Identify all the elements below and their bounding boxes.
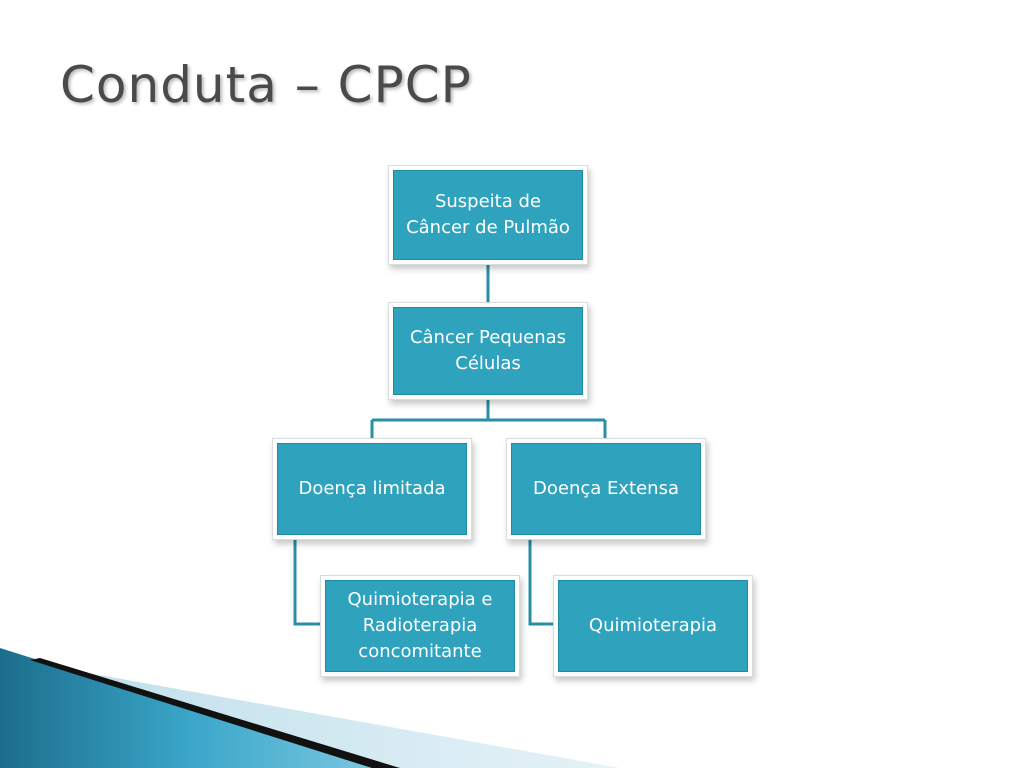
node-extensive-disease-label: Doença Extensa	[533, 478, 679, 499]
corner-swoosh-decoration	[0, 648, 620, 768]
node-limited-disease: Doença limitada	[272, 438, 472, 540]
slide-title: Conduta – CPCP	[60, 56, 472, 114]
connector-limited-treatment	[293, 538, 322, 626]
node-limited-treatment: Quimioterapia e Radioterapia concomitant…	[320, 575, 520, 677]
node-suspicion-label: Suspeita de Câncer de Pulmão	[406, 191, 570, 238]
connector-smallcell-branches	[370, 398, 607, 440]
node-limited-treatment-label: Quimioterapia e Radioterapia concomitant…	[347, 589, 493, 662]
node-small-cell-label: Câncer Pequenas Células	[409, 327, 567, 374]
node-extensive-disease: Doença Extensa	[506, 438, 706, 540]
node-limited-disease-label: Doença limitada	[298, 478, 446, 499]
node-extensive-treatment-label: Quimioterapia	[588, 615, 718, 636]
node-suspicion: Suspeita de Câncer de Pulmão	[388, 165, 588, 265]
node-extensive-treatment: Quimioterapia	[553, 575, 753, 677]
connector-extensive-treatment	[528, 538, 556, 626]
node-small-cell: Câncer Pequenas Células	[388, 302, 588, 400]
